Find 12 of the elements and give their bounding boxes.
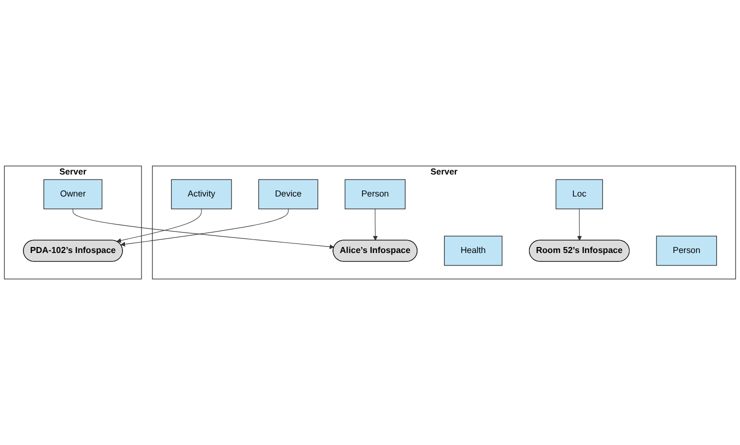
node-box: Person [344, 179, 406, 210]
node-box: Health [444, 236, 502, 266]
node-box: Device [258, 179, 318, 210]
arrow [577, 208, 582, 241]
node-box: Person [656, 236, 717, 266]
arrow [120, 208, 289, 247]
node-box: Owner [44, 179, 102, 210]
arrow [372, 208, 378, 241]
node-box: Activity [171, 179, 232, 210]
arrow [116, 208, 202, 243]
node-box: Loc [556, 179, 603, 210]
arrow [72, 208, 334, 250]
